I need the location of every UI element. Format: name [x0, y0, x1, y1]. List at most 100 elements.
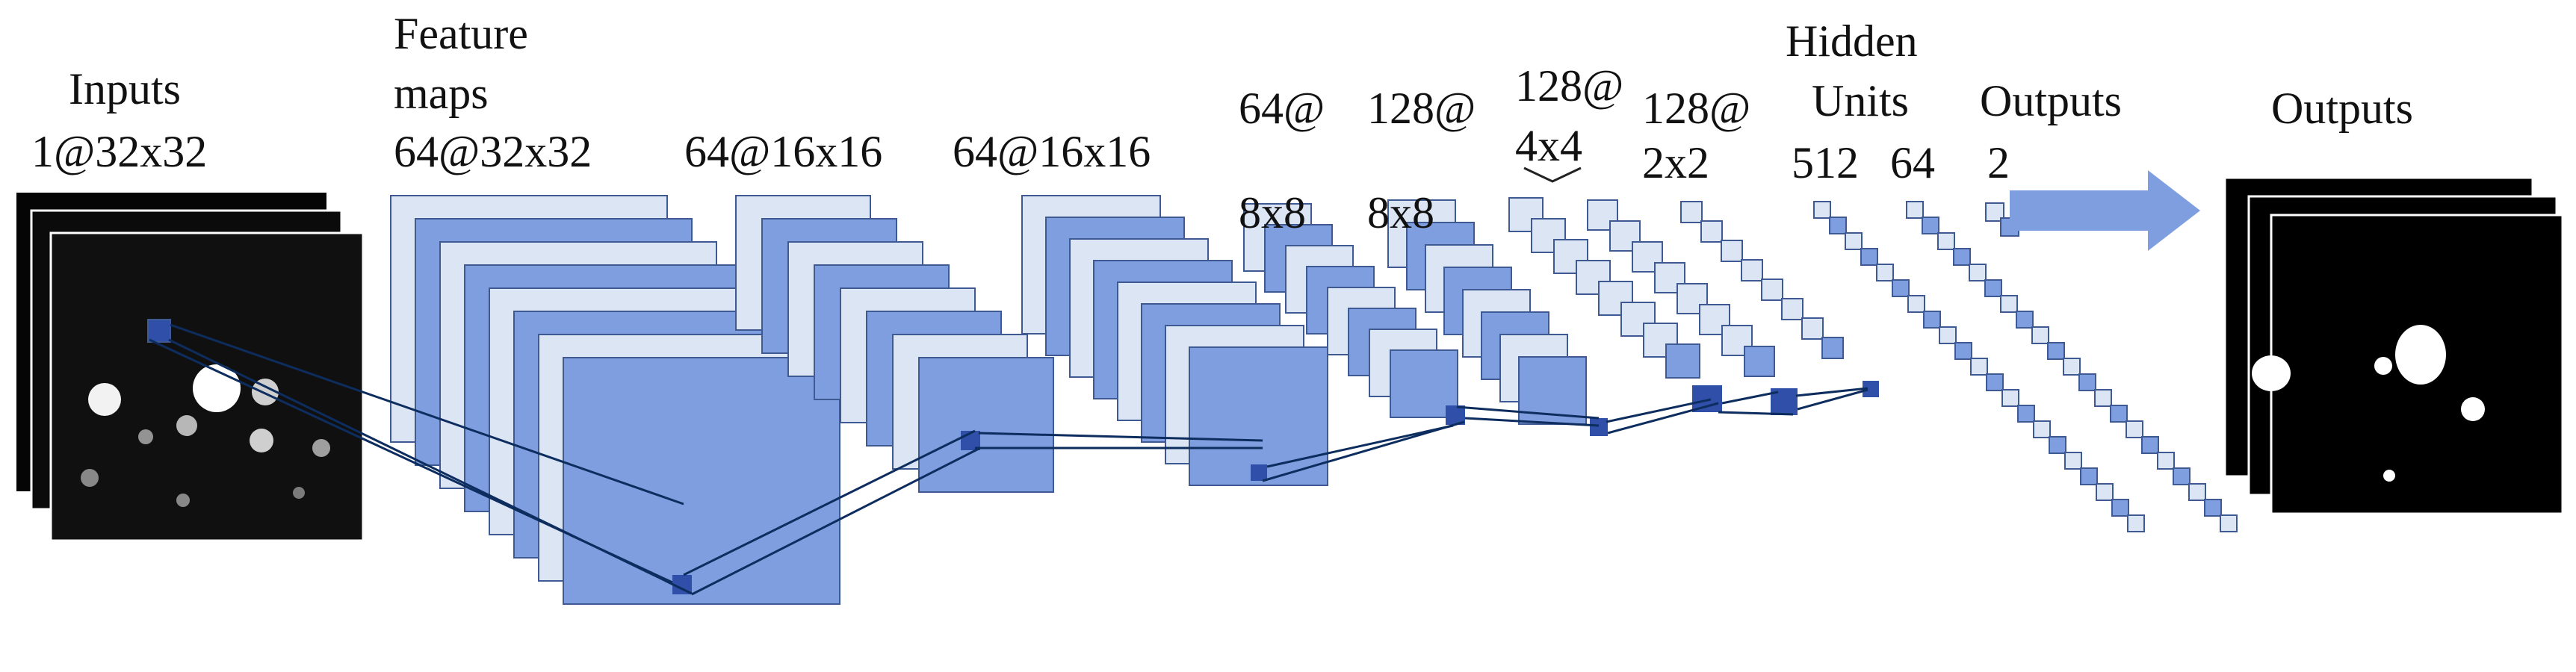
unit [2188, 483, 2206, 501]
unit [2064, 452, 2082, 470]
connection-line [1797, 388, 1868, 411]
input-blob [252, 379, 279, 405]
unit [2220, 514, 2238, 532]
feature-map [918, 357, 1054, 493]
label-hidden-64: 64 [1890, 138, 1935, 187]
feature-map [1700, 220, 1723, 243]
segment-blob [2461, 397, 2485, 421]
unit [1876, 264, 1894, 281]
unit [2031, 326, 2049, 344]
unit [2110, 405, 2128, 423]
label-final-outputs: Outputs [2271, 84, 2414, 133]
segment-blob [2395, 325, 2446, 385]
unit [1845, 232, 1863, 250]
unit [2080, 467, 2098, 485]
unit [2017, 405, 2035, 423]
connection-line [1607, 402, 1719, 435]
connection-line [1718, 411, 1794, 416]
label-hidden: Hidden [1786, 16, 1918, 66]
unit [2141, 436, 2159, 454]
unit [1939, 326, 1957, 344]
label-bracket [1523, 167, 1582, 183]
conv3-kernel [1590, 418, 1608, 436]
connection-line [1606, 398, 1712, 423]
unit [1937, 232, 1955, 250]
label-inputs-size: 1@32x32 [31, 127, 208, 176]
unit [2111, 499, 2129, 517]
connection-line [1456, 405, 1600, 420]
feature-map [1781, 298, 1803, 320]
unit [2078, 373, 2096, 391]
feature-map [1741, 259, 1763, 281]
unit [2157, 452, 2175, 470]
segmentation-output [2223, 176, 2564, 515]
label-conv2-size: 64@16x16 [953, 127, 1151, 176]
unit [1984, 279, 2002, 297]
unit [1953, 248, 1971, 266]
pool3-kernel [1692, 385, 1722, 412]
flow-arrow [2010, 170, 2200, 251]
label-pool2-size: 8x8 [1239, 188, 1306, 237]
pool1-stack [735, 195, 1054, 493]
label-conv4-size: 2x2 [1642, 138, 1709, 187]
feature-map [1680, 201, 1703, 223]
connection-line [170, 323, 684, 505]
unit [1892, 279, 1910, 297]
connection-line [1262, 420, 1465, 482]
feature-map [1821, 337, 1844, 359]
hidden-512 [1813, 201, 2145, 532]
unit [1969, 264, 1987, 281]
connection-line [691, 447, 981, 596]
label-conv1-size: 64@32x32 [394, 127, 592, 176]
unit [2001, 389, 2019, 407]
connection-line [1266, 424, 1454, 468]
label-hidden-512: 512 [1792, 138, 1859, 187]
label-conv4-channels: 128@ [1642, 84, 1751, 133]
unit [2000, 295, 2018, 313]
feature-map [1721, 240, 1743, 262]
unit [1922, 217, 1939, 234]
unit [2049, 436, 2066, 454]
segment-blob [2374, 357, 2392, 375]
unit [2047, 342, 2065, 360]
unit [2094, 389, 2112, 407]
conv2-kernel [1251, 464, 1267, 481]
label-maps: maps [394, 69, 489, 118]
input-blob [176, 494, 190, 507]
input-blob [88, 383, 121, 416]
connection-line [683, 429, 976, 576]
label-units: Units [1812, 76, 1910, 125]
receptive-field [147, 319, 171, 343]
conv4-stack [1587, 199, 1775, 377]
label-pool3-channels: 128@ [1515, 61, 1624, 111]
unit [2063, 358, 2081, 376]
unit [2127, 514, 2145, 532]
label-pool3-size: 4x4 [1515, 121, 1582, 170]
connection-line [1464, 417, 1600, 427]
unit [1970, 358, 1988, 376]
pool4-kernel [1863, 381, 1879, 397]
feature-map [563, 357, 840, 605]
label-fc-outputs: Outputs [1980, 76, 2123, 125]
unit [1906, 201, 1924, 219]
input-blob [293, 487, 305, 499]
segment-blob [2252, 355, 2291, 391]
input-blob [176, 415, 197, 436]
connection-line [1721, 391, 1779, 405]
connection-line [1795, 387, 1868, 397]
feature-map [1665, 343, 1700, 379]
input-blob [81, 469, 99, 487]
feature-map [1801, 317, 1824, 340]
unit [1860, 248, 1878, 266]
hidden-64 [1906, 201, 2238, 532]
unit [1985, 202, 2004, 222]
pool3-stack [1508, 197, 1700, 379]
input-blob [250, 429, 273, 452]
unit [1829, 217, 1847, 234]
input-stack [16, 193, 365, 542]
connection-line [978, 432, 1263, 442]
label-pool2-channels: 64@ [1239, 84, 1325, 133]
input-blob [138, 429, 153, 444]
unit [2173, 467, 2190, 485]
